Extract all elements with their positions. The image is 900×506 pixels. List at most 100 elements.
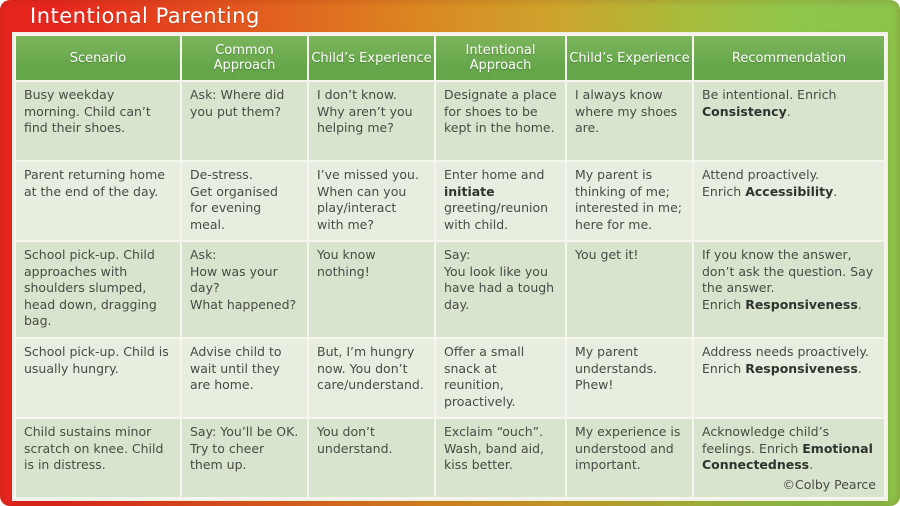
table-cell-scenario: School pick-up. Child approaches with sh…	[14, 240, 182, 339]
column-header-childs-experience-1: Child’s Experience	[307, 34, 436, 82]
text-run: .	[857, 360, 862, 376]
page-title: Intentional Parenting	[30, 4, 260, 28]
text-run: I always know where my shoes are.	[575, 87, 678, 135]
text-run: Advise child to wait until they are home…	[190, 344, 282, 392]
text-run: My experience is understood and importan…	[575, 424, 681, 472]
text-run: Ask:	[190, 247, 217, 262]
text-run: Emotional Connectedness	[702, 440, 873, 473]
table-cell-childs-experience-2: My parent understands.Phew!	[565, 337, 694, 419]
table-row: School pick-up. Child approaches with sh…	[14, 240, 886, 339]
table-cell-recommendation: Acknowledge child’s feelings. Enrich Emo…	[692, 417, 886, 499]
cell-text-line: Be intentional. Enrich Consistency.	[702, 87, 876, 120]
text-run: My parent understands.	[575, 344, 658, 376]
cell-text-line: You know nothing!	[317, 247, 426, 280]
cell-text-line: You don’t understand.	[317, 424, 426, 457]
cell-text-line: School pick-up. Child is usually hungry.	[24, 344, 172, 377]
table-cell-intentional-approach: Designate a place for shoes to be kept i…	[434, 80, 567, 162]
table-row: Parent returning home at the end of the …	[14, 160, 886, 242]
cell-text-line: My parent is thinking of me; interested …	[575, 167, 684, 233]
text-run: Be intentional. Enrich	[702, 87, 837, 102]
text-run: .	[833, 183, 838, 199]
text-run: Consistency	[702, 103, 787, 119]
text-run: I don’t know. Why aren’t you helping me?	[317, 87, 413, 135]
table-cell-scenario: Parent returning home at the end of the …	[14, 160, 182, 242]
cell-text-line: I always know where my shoes are.	[575, 87, 684, 137]
text-run: Accessibility	[745, 183, 834, 199]
cell-text-line: Busy weekday morning. Child can’t find t…	[24, 87, 172, 137]
table-cell-recommendation: If you know the answer, don’t ask the qu…	[692, 240, 886, 339]
cell-text-line: But, I’m hungry now. You don’t care/unde…	[317, 344, 426, 394]
text-run: greeting/reunion with child.	[444, 200, 549, 232]
cell-text-line: Enter home and initiate greeting/reunion…	[444, 167, 557, 233]
credit-text: ©Colby Pearce	[782, 476, 876, 492]
table-cell-childs-experience-2: My experience is understood and importan…	[565, 417, 694, 499]
cell-text-line: Exclaim “ouch”. Wash, band aid, kiss bet…	[444, 424, 557, 474]
table-cell-intentional-approach: Exclaim “ouch”. Wash, band aid, kiss bet…	[434, 417, 567, 499]
text-run: School pick-up. Child approaches with sh…	[24, 247, 157, 328]
table-cell-childs-experience-1: You don’t understand.	[307, 417, 436, 499]
cell-text-line: Offer a small snack at reunition, proact…	[444, 344, 557, 410]
table-cell-childs-experience-1: But, I’m hungry now. You don’t care/unde…	[307, 337, 436, 419]
text-run: Child sustains minor scratch on knee. Ch…	[24, 424, 164, 472]
table-row: School pick-up. Child is usually hungry.…	[14, 337, 886, 419]
text-run: Acknowledge child’s feelings. Enrich	[702, 424, 830, 456]
table-body: Busy weekday morning. Child can’t find t…	[14, 80, 886, 499]
text-run: But, I’m hungry now. You don’t care/unde…	[317, 344, 424, 392]
cell-text-line: Designate a place for shoes to be kept i…	[444, 87, 557, 137]
column-header-intentional-approach: Intentional Approach	[434, 34, 567, 82]
text-run: You don’t understand.	[317, 424, 393, 456]
table-row: Busy weekday morning. Child can’t find t…	[14, 80, 886, 162]
text-run: Parent returning home at the end of the …	[24, 167, 165, 199]
table-cell-childs-experience-1: I don’t know. Why aren’t you helping me?	[307, 80, 436, 162]
table-cell-childs-experience-2: You get it!	[565, 240, 694, 339]
text-run: Enrich	[702, 183, 746, 199]
cell-text-line: You look like you have had a tough day.	[444, 264, 557, 314]
text-run: Busy weekday morning. Child can’t find t…	[24, 87, 151, 135]
column-header-childs-experience-2: Child’s Experience	[565, 34, 694, 82]
cell-text-line: Advise child to wait until they are home…	[190, 344, 299, 394]
table-cell-intentional-approach: Offer a small snack at reunition, proact…	[434, 337, 567, 419]
text-run: Designate a place for shoes to be kept i…	[444, 87, 557, 135]
text-run: .	[857, 296, 862, 312]
table-cell-childs-experience-2: I always know where my shoes are.	[565, 80, 694, 162]
text-run: I’ve missed you. When can you play/inter…	[317, 167, 419, 232]
text-run: If you know the answer, don’t ask the qu…	[702, 247, 874, 295]
text-run: School pick-up. Child is usually hungry.	[24, 344, 169, 376]
cell-text-line: You get it!	[575, 247, 684, 264]
cell-text-line: Enrich Responsiveness.	[702, 361, 876, 378]
cell-text-line: Acknowledge child’s feelings. Enrich Emo…	[702, 424, 876, 474]
table-cell-childs-experience-1: You know nothing!	[307, 240, 436, 339]
cell-text-line: Say: You’ll be OK. Try to cheer them up.	[190, 424, 299, 474]
cell-text-line: School pick-up. Child approaches with sh…	[24, 247, 172, 330]
cell-text-line: My experience is understood and importan…	[575, 424, 684, 474]
table-cell-scenario: Child sustains minor scratch on knee. Ch…	[14, 417, 182, 499]
text-run: Address needs proactively.	[702, 344, 869, 359]
text-run: You get it!	[575, 247, 639, 262]
table-cell-scenario: Busy weekday morning. Child can’t find t…	[14, 80, 182, 162]
text-run: You look like you have had a tough day.	[444, 263, 555, 312]
cell-text-line: Ask: Where did you put them?	[190, 87, 299, 120]
cell-text-line: Enrich Accessibility.	[702, 184, 876, 201]
text-run: You know nothing!	[317, 247, 376, 279]
table-cell-common-approach: Say: You’ll be OK. Try to cheer them up.	[180, 417, 309, 499]
cell-text-line: Attend proactively.	[702, 167, 876, 184]
cell-text-line: I’ve missed you. When can you play/inter…	[317, 167, 426, 233]
text-run: .	[809, 457, 814, 472]
text-run: Attend proactively.	[702, 167, 820, 182]
text-run: De-stress.	[190, 167, 253, 182]
cell-text-line: Ask:	[190, 247, 299, 264]
cell-text-line: Phew!	[575, 377, 684, 394]
table-cell-common-approach: Ask: Where did you put them?	[180, 80, 309, 162]
column-header-recommendation: Recommendation	[692, 34, 886, 82]
text-run: Ask: Where did you put them?	[190, 87, 285, 119]
cell-text-line: I don’t know. Why aren’t you helping me?	[317, 87, 426, 137]
text-run: Say:	[444, 247, 471, 262]
table-cell-common-approach: De-stress. Get organised for evening meal…	[180, 160, 309, 242]
cell-text-line: De-stress.	[190, 167, 299, 184]
table-cell-intentional-approach: Say:You look like you have had a tough d…	[434, 240, 567, 339]
text-run: My parent is thinking of me; interested …	[575, 167, 683, 232]
cell-text-line: Get organised for evening meal.	[190, 184, 299, 234]
table-cell-recommendation: Attend proactively.Enrich Accessibility.	[692, 160, 886, 242]
